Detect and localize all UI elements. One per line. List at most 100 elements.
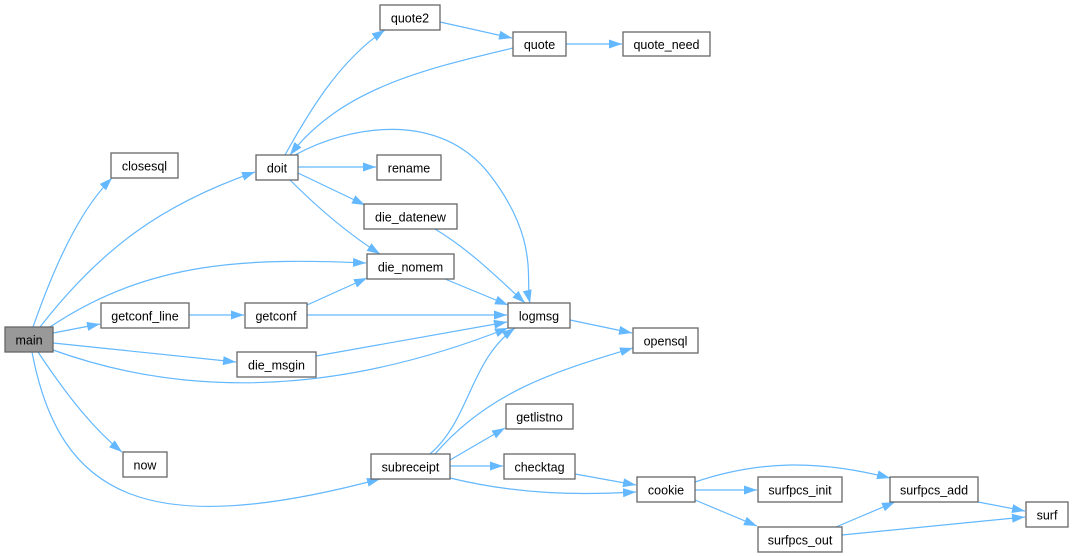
node-quote_need[interactable]: quote_need <box>622 31 711 57</box>
node-label: surfpcs_init <box>768 484 832 498</box>
node-cookie[interactable]: cookie <box>636 476 696 503</box>
node-box <box>255 154 299 181</box>
node-now[interactable]: now <box>122 451 168 478</box>
node-label: checktag <box>514 461 564 475</box>
node-box <box>4 326 54 353</box>
node-rename[interactable]: rename <box>376 154 442 181</box>
node-label: getconf_line <box>111 310 178 324</box>
node-getconf_line[interactable]: getconf_line <box>100 302 190 329</box>
node-label: surfpcs_out <box>768 534 833 548</box>
node-label: closesql <box>122 160 167 174</box>
node-box <box>512 31 567 57</box>
node-label: doit <box>267 162 288 176</box>
edge-surfpcs_out-to-surfpcs_add <box>835 501 896 528</box>
node-box <box>236 351 317 378</box>
node-label: main <box>15 334 42 348</box>
node-surfpcs_init[interactable]: surfpcs_init <box>757 476 843 503</box>
node-label: surf <box>1037 509 1058 523</box>
edge-getconf-to-die_nomem <box>306 277 368 306</box>
edge-subreceipt-to-opensql <box>434 347 634 455</box>
node-box <box>1025 501 1069 528</box>
node-label: die_nomem <box>378 261 443 275</box>
node-die_msgin[interactable]: die_msgin <box>236 351 317 378</box>
node-quote2[interactable]: quote2 <box>379 4 441 31</box>
edge-subreceipt-to-cookie <box>449 477 637 498</box>
node-opensql[interactable]: opensql <box>632 327 699 354</box>
edge-quote2-to-quote <box>439 21 513 40</box>
edge-main-to-doit <box>39 171 256 328</box>
node-die_datenew[interactable]: die_datenew <box>363 203 458 230</box>
node-label: opensql <box>644 335 688 349</box>
edge-main-to-closesql <box>32 177 113 328</box>
node-label: surfpcs_add <box>900 484 968 498</box>
edge-checktag-to-cookie <box>574 473 637 488</box>
node-surfpcs_add[interactable]: surfpcs_add <box>889 476 979 503</box>
node-checktag[interactable]: checktag <box>503 453 576 480</box>
node-box <box>622 31 711 57</box>
node-label: getconf <box>255 310 297 324</box>
edge-doit-to-logmsg <box>294 128 532 304</box>
edge-die_msgin-to-logmsg <box>315 319 508 357</box>
node-label: quote_need <box>633 38 699 52</box>
node-box <box>757 526 843 553</box>
node-box <box>244 302 308 329</box>
node-box <box>110 152 179 179</box>
node-die_nomem[interactable]: die_nomem <box>366 253 455 280</box>
edge-surfpcs_out-to-surf <box>841 513 1026 536</box>
node-getconf[interactable]: getconf <box>244 302 308 329</box>
edges <box>31 21 1026 536</box>
node-box <box>889 476 979 503</box>
node-label: cookie <box>648 484 684 498</box>
node-box <box>122 451 168 478</box>
edge-doit-to-die_nomem <box>289 179 381 255</box>
edge-main-to-subreceipt <box>31 351 381 508</box>
edge-doit-to-quote2 <box>284 29 386 156</box>
node-box <box>505 403 574 430</box>
node-label: die_msgin <box>248 359 305 373</box>
node-logmsg[interactable]: logmsg <box>507 302 571 329</box>
node-subreceipt[interactable]: subreceipt <box>370 453 451 480</box>
edge-doit-to-die_datenew <box>297 172 366 206</box>
edge-main-to-now <box>37 351 123 453</box>
node-label: subreceipt <box>382 461 440 475</box>
edge-cookie-to-surfpcs_add <box>694 464 891 483</box>
edge-logmsg-to-opensql <box>569 319 633 335</box>
edge-die_nomem-to-logmsg <box>444 278 509 306</box>
node-box <box>507 302 571 329</box>
node-box <box>366 253 455 280</box>
node-box <box>100 302 190 329</box>
node-label: logmsg <box>519 310 559 324</box>
node-box <box>363 203 458 230</box>
node-box <box>370 453 451 480</box>
node-box <box>379 4 441 31</box>
edge-subreceipt-to-logmsg <box>429 327 516 455</box>
node-label: getlistno <box>516 411 563 425</box>
edge-main-to-getconf_line <box>52 322 101 334</box>
node-label: rename <box>388 162 430 176</box>
node-box <box>757 476 843 503</box>
node-getlistno[interactable]: getlistno <box>505 403 574 430</box>
node-box <box>503 453 576 480</box>
node-box <box>632 327 699 354</box>
node-main[interactable]: main <box>4 326 54 353</box>
node-doit[interactable]: doit <box>255 154 299 181</box>
node-label: quote <box>524 38 555 52</box>
edge-main-to-die_msgin <box>52 342 237 366</box>
edge-quote-to-doit <box>289 47 514 156</box>
node-label: now <box>134 459 158 473</box>
edge-cookie-to-surfpcs_out <box>694 499 758 527</box>
node-box <box>636 476 696 503</box>
edge-main-to-logmsg <box>52 327 509 384</box>
nodes: main closesql doit quote2 quote quote_needren… <box>4 4 1069 553</box>
edge-subreceipt-to-getlistno <box>449 427 506 461</box>
node-surfpcs_out[interactable]: surfpcs_out <box>757 526 843 553</box>
node-quote[interactable]: quote <box>512 31 567 57</box>
node-box <box>376 154 442 181</box>
node-surf[interactable]: surf <box>1025 501 1069 528</box>
edge-main-to-die_nomem <box>49 257 367 328</box>
edge-surfpcs_add-to-surf <box>977 501 1026 513</box>
edge-die_datenew-to-logmsg <box>434 228 526 304</box>
node-label: die_datenew <box>375 211 447 225</box>
node-closesql[interactable]: closesql <box>110 152 179 179</box>
